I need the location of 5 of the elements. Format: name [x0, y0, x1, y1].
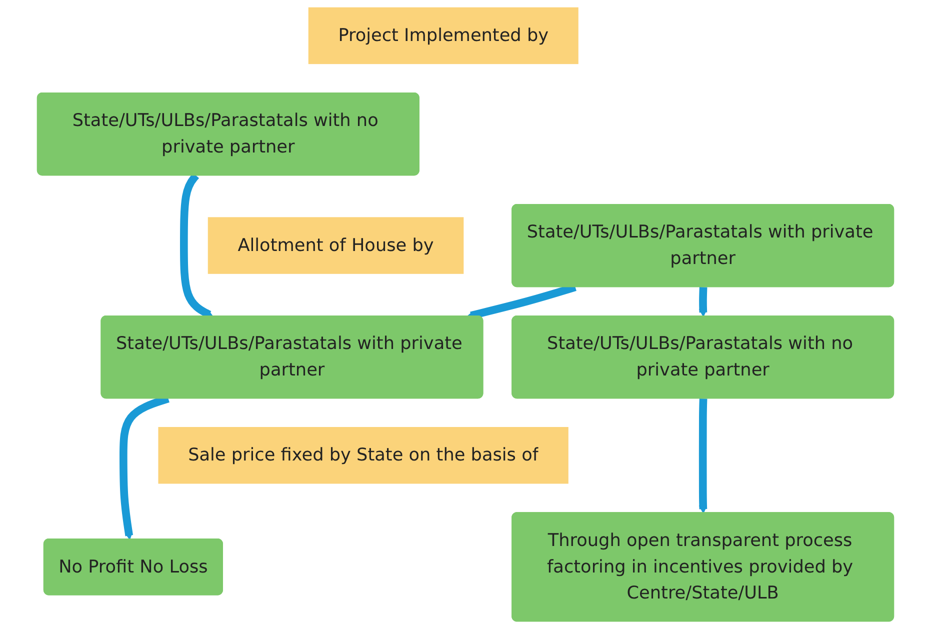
node-box: Sale price fixed by State on the basis of: [158, 427, 568, 484]
node-box: Allotment of House by: [208, 217, 464, 274]
node-box: Project Implemented by: [308, 7, 578, 64]
arrow: [698, 286, 708, 317]
arrow: [698, 397, 708, 514]
